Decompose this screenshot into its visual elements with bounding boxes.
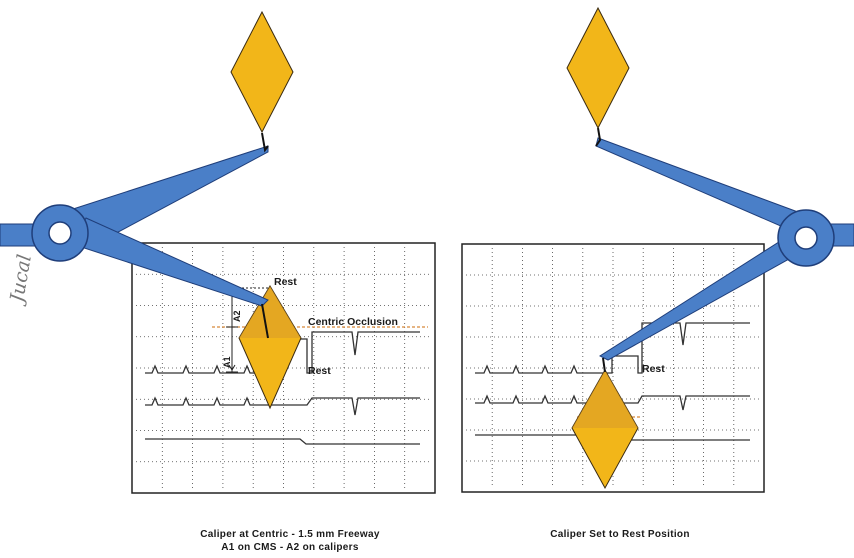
diamond-marker-icon — [238, 285, 302, 410]
left-caption-line-2: A1 on CMS - A2 on calipers — [221, 542, 359, 553]
right-caliper — [595, 127, 854, 373]
left-rest-mid-label: Rest — [308, 365, 331, 377]
right-rest-label: Rest — [642, 363, 665, 375]
right-pen-stylus — [595, 127, 602, 147]
left-trace-3 — [145, 438, 420, 445]
caliper-pivot-icon — [777, 209, 835, 267]
left-caliper — [0, 132, 269, 339]
right-caliper-upper-arm — [595, 137, 807, 231]
right-pen-tip — [602, 357, 606, 373]
left-caption-line-1: Caliper at Centric - 1.5 mm Freeway — [200, 529, 380, 540]
diamond-marker-icon — [571, 368, 639, 490]
left-pen-tip — [261, 303, 269, 339]
centric-occlusion-label: Centric Occlusion — [308, 316, 398, 328]
diamond-marker-icon — [230, 10, 294, 134]
left-rest-top-label: Rest — [274, 276, 297, 288]
left-trace-2 — [145, 396, 420, 416]
diamond-marker-icon — [566, 6, 630, 130]
caliper-pivot-icon — [31, 204, 89, 262]
left-caption: Caliper at Centric - 1.5 mm Freeway A1 o… — [140, 528, 440, 554]
label-a2: A2 — [232, 310, 242, 322]
left-pen-stylus — [261, 132, 269, 153]
left-panel: Rest A2 A1 Centric Occlusion Rest — [131, 242, 436, 494]
label-a1: A1 — [222, 356, 232, 368]
right-caption: Caliper Set to Rest Position — [470, 528, 770, 541]
right-trace-2 — [475, 394, 750, 411]
right-caption-line-1: Caliper Set to Rest Position — [550, 529, 690, 540]
left-grid — [136, 247, 431, 489]
